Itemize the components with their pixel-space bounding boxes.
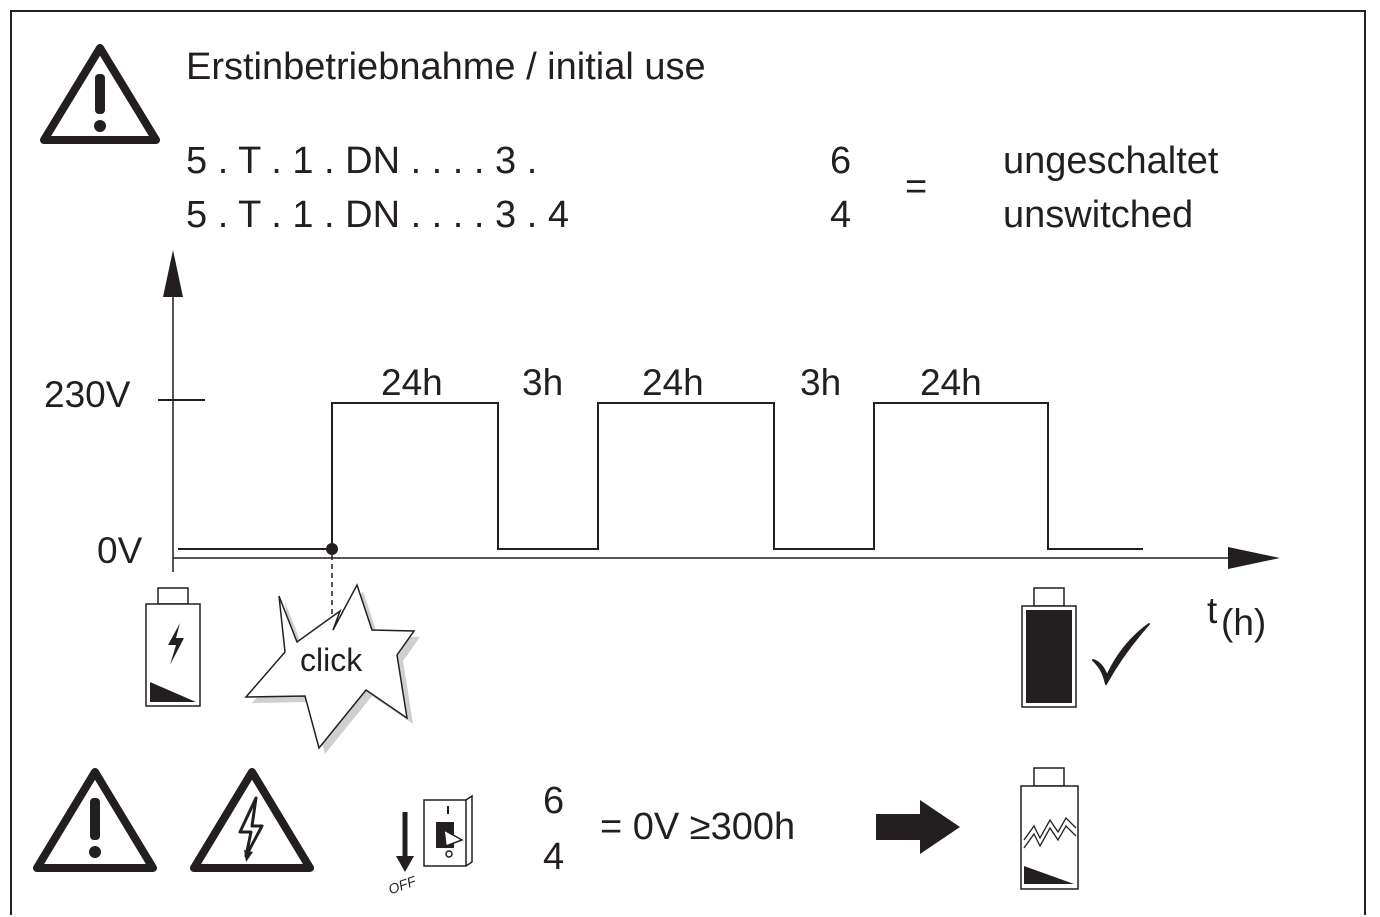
diagram-frame xyxy=(10,10,1366,915)
axes xyxy=(158,250,1280,572)
state-german: ungeschaltet xyxy=(1003,140,1219,182)
warning-icon-bottom xyxy=(33,768,157,872)
segment-label: 24h xyxy=(642,362,704,403)
page-title: Erstinbetriebnahme / initial use xyxy=(186,46,706,88)
switch-on-point xyxy=(326,543,338,555)
battery-damaged-icon xyxy=(1020,767,1079,890)
model-code-2: 5 . T . 1 . DN . . . . 3 . 4 xyxy=(186,194,569,236)
electric-hazard-icon xyxy=(190,768,314,872)
click-burst-icon xyxy=(244,583,420,754)
segment-label: 3h xyxy=(522,362,564,403)
model-digit-1: 6 xyxy=(830,140,852,182)
click-label: click xyxy=(300,642,363,678)
y-label-low: 0V xyxy=(97,530,143,571)
bottom-digit-2: 4 xyxy=(543,836,565,878)
bottom-digit-1: 6 xyxy=(543,780,565,822)
battery-charging-icon xyxy=(145,587,201,707)
battery-full-icon xyxy=(1021,587,1077,708)
state-english: unswitched xyxy=(1003,194,1194,236)
checkmark-icon xyxy=(1092,623,1150,685)
arrow-right-icon xyxy=(876,800,960,854)
segment-label: 3h xyxy=(800,362,842,403)
timing-waveform xyxy=(178,402,1143,615)
model-code-1: 5 . T . 1 . DN . . . . 3 . xyxy=(186,140,538,182)
switch-off-icon xyxy=(396,794,473,872)
equals-sign: = xyxy=(905,166,928,208)
model-digit-2: 4 xyxy=(830,194,852,236)
x-unit: (h) xyxy=(1221,602,1267,643)
y-label-high: 230V xyxy=(44,374,131,415)
segment-label: 24h xyxy=(381,362,443,403)
segment-label: 24h xyxy=(920,362,982,403)
x-label: t xyxy=(1207,590,1218,631)
warning-icon xyxy=(40,44,160,144)
bottom-condition: = 0V ≥300h xyxy=(600,806,796,848)
